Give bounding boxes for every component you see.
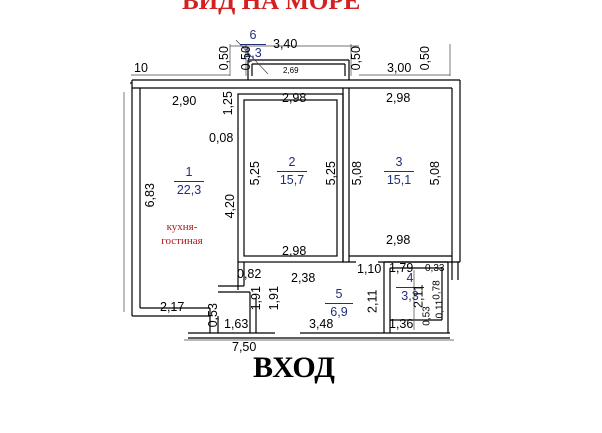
dim-label: 0,11 [434, 299, 446, 319]
room-number: 3 [395, 155, 403, 169]
dim-label: 1,10 [357, 262, 382, 276]
dim-label: 0,82 [237, 267, 262, 281]
dim-label: 0,78 [431, 280, 443, 300]
door-gaps [275, 260, 378, 335]
dim-label: 1,91 [266, 286, 281, 311]
dim-label: 2,98 [282, 91, 307, 105]
room-5-label: 5 6,9 [325, 287, 353, 320]
dim-label: 0,50 [238, 46, 253, 71]
room-number: 6 [249, 28, 257, 42]
dim-label: 1,91 [248, 286, 263, 311]
dim-label: 2,98 [386, 233, 411, 247]
dim-label: 0,50 [348, 46, 363, 71]
room-area: 3,3 [396, 286, 424, 305]
room-2-label: 2 15,7 [277, 155, 307, 188]
dimension-lines [123, 39, 454, 341]
dim-label: 1,63 [224, 317, 249, 331]
dim-label: 2,17 [160, 300, 185, 314]
dim-label: 3,40 [273, 37, 298, 51]
dim-label: 0,33 [425, 263, 445, 274]
room-area: 1,3 [240, 43, 266, 62]
dim-label: 2,11 [411, 284, 426, 308]
dim-label: 1,79 [389, 261, 414, 275]
dim-label: 10 [134, 61, 148, 75]
room-name-line: гостиная [161, 235, 203, 248]
room-area: 6,9 [325, 302, 353, 321]
room-number: 2 [288, 155, 296, 169]
room-1-name: кухня- гостиная [150, 220, 214, 249]
dim-label: 2,38 [291, 271, 316, 285]
room-area: 22,3 [174, 180, 204, 199]
entrance-label: ВХОД [253, 351, 335, 384]
dim-label: 1,25 [220, 91, 235, 116]
dim-label: 5,25 [323, 161, 338, 186]
dim-label: 6,83 [142, 183, 157, 208]
room-area: 15,7 [277, 170, 307, 189]
dim-label: 2,98 [282, 244, 307, 258]
room-4-label: 4 3,3 [396, 271, 424, 304]
dim-label: 0,53 [205, 303, 220, 328]
dim-label: 0,50 [417, 46, 432, 71]
dim-label: 1,36 [389, 317, 414, 331]
room-3-label: 3 15,1 [384, 155, 414, 188]
room-number: 5 [335, 287, 343, 301]
room-number: 4 [406, 271, 414, 285]
room-name-line: кухня- [166, 221, 198, 233]
interior-walls [218, 88, 460, 333]
dim-label: 0,08 [209, 131, 234, 145]
dim-label: 3,48 [309, 317, 334, 331]
view-title: ВИД НА МОРЕ [182, 0, 361, 15]
room-6-label: 6 1,3 [240, 28, 266, 61]
room-number: 1 [185, 165, 193, 179]
dim-label: 2,90 [172, 94, 197, 108]
dim-label: 0,50 [216, 46, 231, 71]
dim-label: 2,11 [365, 289, 380, 313]
dim-label: 5,08 [427, 161, 442, 186]
dim-label: 4,20 [222, 194, 237, 219]
dim-label: 5,08 [349, 161, 364, 186]
dim-label: 5,25 [247, 161, 262, 186]
dim-label: 7,50 [232, 340, 257, 354]
dim-label: 3,00 [387, 61, 412, 75]
dim-label: 2,69 [283, 66, 299, 75]
outer-walls [130, 59, 461, 339]
room-area: 15,1 [384, 170, 414, 189]
dim-label: 0,53 [421, 306, 433, 326]
dim-label: 2,98 [386, 91, 411, 105]
room-1-label: 1 22,3 [174, 165, 204, 198]
